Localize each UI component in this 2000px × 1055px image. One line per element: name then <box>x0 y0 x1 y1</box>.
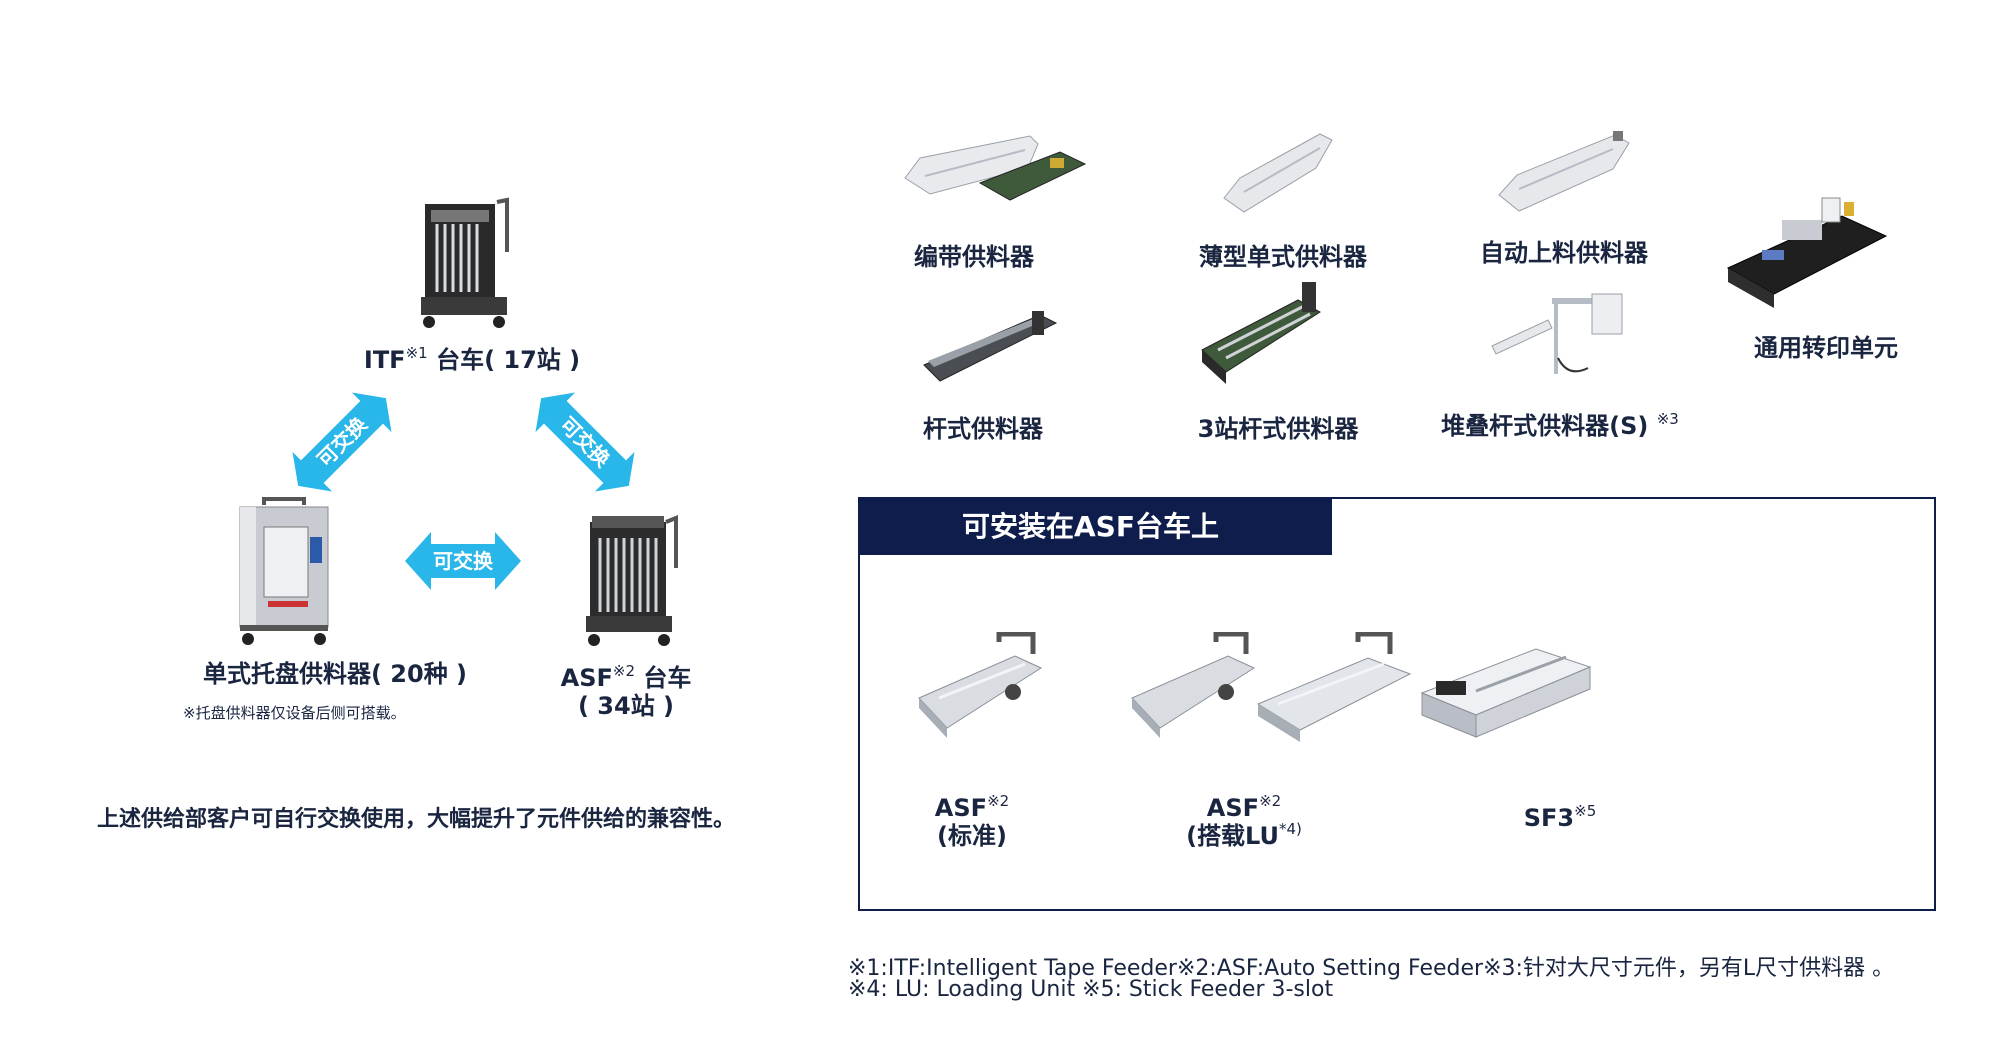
sf3-label: SF3※5 <box>1523 802 1597 832</box>
itf-cart-image <box>415 192 515 332</box>
thin-single-feeder-label: 薄型单式供料器 <box>1199 243 1367 271</box>
exchange-arrow-left: 可交换 <box>292 392 392 492</box>
auto-load-feeder-image <box>1495 125 1645 220</box>
exchange-arrow-right: 可交换 <box>535 392 635 492</box>
stick-feeder-3-label: 3站杆式供料器 <box>1197 415 1359 443</box>
exchange-arrow-horizontal: 可交换 <box>405 532 521 590</box>
sf3-image <box>1416 637 1596 742</box>
asf-standard-label: ASF※2 (标准) <box>934 792 1010 850</box>
tray-feeder-image <box>234 497 334 647</box>
stick-feeder-3-image <box>1198 280 1328 385</box>
transfer-unit-image <box>1722 190 1892 315</box>
itf-cart-label: ITF※1 台车( 17站 ) <box>363 344 581 374</box>
stacked-stick-feeder-label: 堆叠杆式供料器(S) ※3 <box>1441 410 1679 440</box>
stick-feeder-image <box>920 305 1060 390</box>
tape-feeder-label: 编带供料器 <box>914 243 1034 271</box>
asf-box-header: 可安装在ASF台车上 <box>860 499 1332 555</box>
asf-cart-image <box>582 508 682 648</box>
asf-with-lu-label: ASF※2 (搭载LU*4) <box>1186 792 1302 850</box>
asf-standard-image <box>915 632 1045 742</box>
asf-with-lu-image <box>1128 632 1418 747</box>
tray-feeder-note: ※托盘供料器仅设备后侧可搭载。 <box>183 704 406 722</box>
asf-mountable-box: 可安装在ASF台车上 ASF※2 (标准) ASF※2 (搭载LU*4) <box>858 497 1936 911</box>
stick-feeder-label: 杆式供料器 <box>923 415 1043 443</box>
asf-cart-label: ASF※2 台车 ( 34站 ) <box>560 662 692 720</box>
summary-text: 上述供给部客户可自行交换使用，大幅提升了元件供给的兼容性。 <box>97 807 736 832</box>
auto-load-feeder-label: 自动上料供料器 <box>1480 239 1648 267</box>
footnote-line-1: ※1:ITF:Intelligent Tape Feeder※2:ASF:Aut… <box>848 956 1895 981</box>
stacked-stick-feeder-image <box>1488 288 1638 388</box>
transfer-unit-label: 通用转印单元 <box>1754 334 1898 362</box>
exchange-label: 可交换 <box>433 549 494 573</box>
thin-single-feeder-image <box>1220 128 1340 218</box>
footnote-line-2: ※4: LU: Loading Unit ※5: Stick Feeder 3-… <box>848 977 1334 1002</box>
tape-feeder-image <box>900 128 1090 208</box>
tray-feeder-label: 单式托盘供料器( 20种 ) <box>202 660 468 688</box>
